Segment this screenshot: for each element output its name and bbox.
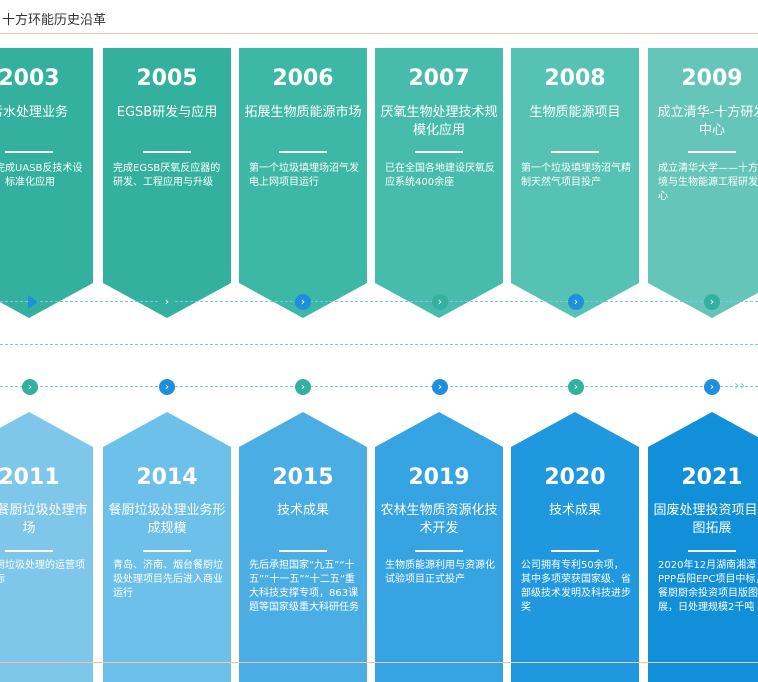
chevron-right-icon[interactable]: › bbox=[568, 294, 584, 310]
card-title: 进军餐厨垃圾处理市场 bbox=[0, 503, 88, 536]
card-year: 2009 bbox=[681, 66, 743, 91]
card-pointer bbox=[0, 283, 93, 318]
card-description: 个餐厨垃圾处理的运营项目中标 bbox=[0, 560, 85, 585]
chevron-right-icon[interactable]: › bbox=[704, 379, 720, 395]
timeline-card-2015[interactable]: 2015 技术成果 先后承担国家“九五”“十五”“十一五”“十二五”重大科技支撑… bbox=[239, 447, 367, 682]
timeline-card-2006[interactable]: 2006 拓展生物质能源市场 第一个垃圾填埋场沼气发电上网项目运行 bbox=[239, 48, 367, 283]
card-divider bbox=[551, 550, 599, 552]
footer-rule bbox=[0, 662, 758, 663]
card-title: 技术成果 bbox=[548, 503, 601, 518]
card-description: 青岛、济南、烟台餐厨垃圾处理项目先后进入商业运行 bbox=[113, 560, 223, 599]
card-pointer bbox=[239, 412, 367, 447]
timeline-card-2005[interactable]: 2005 EGSB研发与应用 完成EGSB厌氧反应器的研发、工程应用与升级 bbox=[103, 48, 231, 283]
timeline-card-2003[interactable]: 2003 污水处理业务 率先完成UASB反技术设备化、标准化应用 bbox=[0, 48, 93, 283]
play-icon[interactable] bbox=[28, 295, 38, 309]
card-description: 完成EGSB厌氧反应器的研发、工程应用与升级 bbox=[113, 163, 221, 188]
card-pointer bbox=[103, 412, 231, 447]
chevron-right-icon[interactable]: › bbox=[159, 379, 175, 395]
card-title: 餐厨垃圾处理业务形成规模 bbox=[108, 503, 226, 536]
chevron-right-icon[interactable]: › bbox=[704, 294, 720, 310]
card-title: 污水处理业务 bbox=[0, 105, 68, 120]
card-description: 第一个垃圾填埋场沼气发电上网项目运行 bbox=[249, 163, 359, 188]
card-divider bbox=[415, 151, 463, 153]
card-description: 成立清华大学——十方环境与生物能源工程研发中心 bbox=[658, 163, 758, 202]
card-description: 2020年12月湖南湘潭PPP岳阳EPC项目中标，餐厨厨余投资项目版图拓展，日处… bbox=[658, 560, 758, 613]
timeline-card-2011[interactable]: 2011 进军餐厨垃圾处理市场 个餐厨垃圾处理的运营项目中标 bbox=[0, 447, 93, 682]
card-divider bbox=[5, 550, 53, 552]
card-pointer bbox=[648, 412, 758, 447]
card-pointer bbox=[648, 283, 758, 318]
card-title: 生物质能源项目 bbox=[529, 105, 621, 120]
timeline-connector bbox=[0, 344, 758, 346]
card-title: EGSB研发与应用 bbox=[116, 105, 218, 120]
chevron-right-icon[interactable]: › bbox=[295, 294, 311, 310]
card-title: 技术成果 bbox=[276, 503, 329, 518]
timeline-card-2019[interactable]: 2019 农林生物质资源化技术开发 生物质能源利用与资源化试验项目正式投产 bbox=[375, 447, 503, 682]
card-divider bbox=[143, 550, 191, 552]
card-year: 2014 bbox=[136, 465, 198, 490]
card-year: 2008 bbox=[544, 66, 606, 91]
chevron-right-icon[interactable]: › bbox=[22, 379, 38, 395]
header-bar: 十方环能历史沿革 bbox=[0, 0, 758, 34]
timeline-bottom-row: 2011 进军餐厨垃圾处理市场 个餐厨垃圾处理的运营项目中标 2014 餐厨垃圾… bbox=[0, 412, 758, 682]
card-year: 2011 bbox=[0, 465, 60, 490]
card-description: 先后承担国家“九五”“十五”“十一五”“十二五”重大科技支撑专项，863课题等国… bbox=[249, 560, 359, 613]
card-description: 已在全国各地建设厌氧反应系统400余座 bbox=[385, 163, 495, 188]
card-divider bbox=[279, 151, 327, 153]
card-year: 2005 bbox=[136, 66, 198, 91]
timeline-card-2014[interactable]: 2014 餐厨垃圾处理业务形成规模 青岛、济南、烟台餐厨垃圾处理项目先后进入商业… bbox=[103, 447, 231, 682]
double-chevron-right-icon: ›› bbox=[734, 378, 746, 394]
card-year: 2020 bbox=[544, 465, 606, 490]
card-divider bbox=[415, 550, 463, 552]
card-description: 率先完成UASB反技术设备化、标准化应用 bbox=[0, 163, 83, 188]
card-divider bbox=[688, 151, 736, 153]
card-year: 2019 bbox=[408, 465, 470, 490]
card-pointer bbox=[0, 412, 93, 447]
card-year: 2006 bbox=[272, 66, 334, 91]
chevron-right-icon[interactable]: › bbox=[568, 379, 584, 395]
card-divider bbox=[143, 151, 191, 153]
card-title: 拓展生物质能源市场 bbox=[244, 105, 362, 120]
card-year: 2007 bbox=[408, 66, 470, 91]
card-description: 公司拥有专利50余项，其中多项荣获国家级、省部级技术发明及科技进步奖 bbox=[521, 560, 631, 613]
card-pointer bbox=[375, 412, 503, 447]
card-year: 2003 bbox=[0, 66, 60, 91]
timeline-track-top bbox=[0, 301, 758, 303]
card-divider bbox=[279, 550, 327, 552]
timeline-card-2020[interactable]: 2020 技术成果 公司拥有专利50余项，其中多项荣获国家级、省部级技术发明及科… bbox=[511, 447, 639, 682]
timeline-card-2007[interactable]: 2007 厌氧生物处理技术规模化应用 已在全国各地建设厌氧反应系统400余座 bbox=[375, 48, 503, 283]
timeline-card-2009[interactable]: 2009 成立清华-十方研发中心 成立清华大学——十方环境与生物能源工程研发中心 bbox=[648, 48, 758, 283]
card-title: 厌氧生物处理技术规模化应用 bbox=[380, 105, 498, 138]
card-title: 农林生物质资源化技术开发 bbox=[380, 503, 498, 536]
card-description: 生物质能源利用与资源化试验项目正式投产 bbox=[385, 560, 495, 585]
timeline-card-2021[interactable]: 2021 固废处理投资项目版图拓展 2020年12月湖南湘潭PPP岳阳EPC项目… bbox=[648, 447, 758, 682]
card-title: 固废处理投资项目版图拓展 bbox=[653, 503, 758, 536]
card-divider bbox=[688, 550, 736, 552]
timeline-top-row: 2003 污水处理业务 率先完成UASB反技术设备化、标准化应用 2005 EG… bbox=[0, 48, 758, 318]
card-year: 2021 bbox=[681, 465, 743, 490]
card-description: 第一个垃圾填埋场沼气精制天然气项目投产 bbox=[521, 163, 631, 188]
card-year: 2015 bbox=[272, 465, 334, 490]
card-divider bbox=[5, 151, 53, 153]
card-pointer bbox=[511, 412, 639, 447]
chevron-right-icon[interactable]: › bbox=[295, 379, 311, 395]
card-divider bbox=[551, 151, 599, 153]
chevron-right-icon[interactable]: › bbox=[432, 294, 448, 310]
chevron-right-icon[interactable]: › bbox=[159, 294, 175, 310]
timeline-track-bottom bbox=[0, 386, 758, 388]
timeline-card-2008[interactable]: 2008 生物质能源项目 第一个垃圾填埋场沼气精制天然气项目投产 bbox=[511, 48, 639, 283]
chevron-right-icon[interactable]: › bbox=[432, 379, 448, 395]
page-title: 十方环能历史沿革 bbox=[2, 13, 107, 28]
card-title: 成立清华-十方研发中心 bbox=[657, 105, 758, 138]
